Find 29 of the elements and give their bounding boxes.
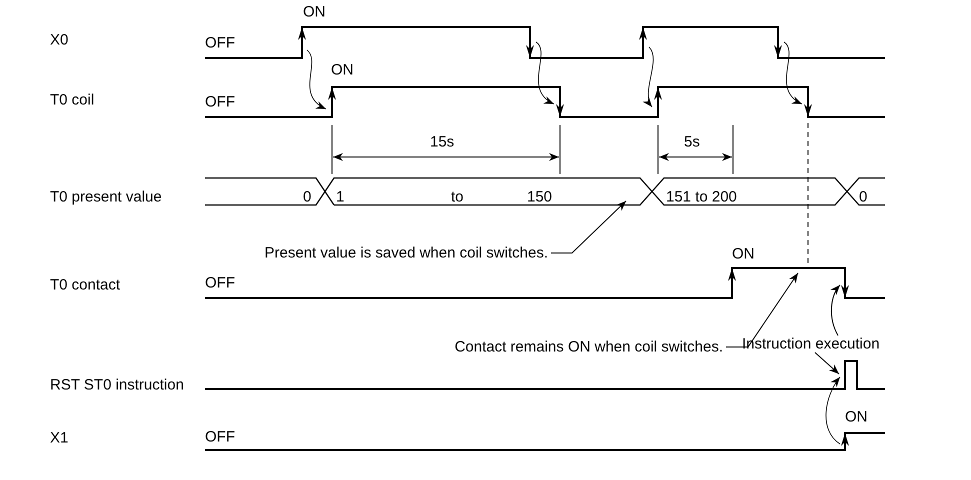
leader-line (830, 284, 840, 336)
signal-name: X1 (50, 430, 68, 446)
dimension-label: 5s (684, 134, 700, 150)
state-label: OFF (205, 94, 235, 110)
bus-value: 151 to 200 (666, 188, 737, 206)
annotation-text: Instruction execution (742, 336, 880, 352)
state-label: ON (331, 62, 354, 78)
bus-value: 0 (859, 188, 868, 206)
state-label: ON (845, 408, 868, 426)
leader-line (550, 200, 626, 254)
state-label: ON (303, 4, 326, 20)
state-label: ON (732, 246, 754, 262)
state-label: OFF (205, 34, 235, 52)
dimension-label: 15s (430, 134, 454, 150)
signal-name: T0 present value (50, 188, 162, 206)
bus-value: 0 (303, 188, 312, 206)
annotation-text: Present value is saved when coil switches. (264, 244, 548, 262)
signal-name: T0 contact (50, 276, 120, 294)
signal-name: X0 (50, 32, 68, 48)
state-label: OFF (205, 274, 235, 292)
signal-name: T0 coil (50, 92, 94, 108)
state-label: OFF (205, 428, 235, 446)
bus-value: 1 (336, 188, 344, 206)
annotation-text: Contact remains ON when coil switches. (454, 338, 723, 356)
bus-value: 150 (527, 188, 552, 206)
signal-name: RST ST0 instruction (50, 376, 184, 394)
bus-value: to (451, 188, 464, 206)
leader-line (814, 352, 840, 374)
leader-line (726, 272, 798, 348)
